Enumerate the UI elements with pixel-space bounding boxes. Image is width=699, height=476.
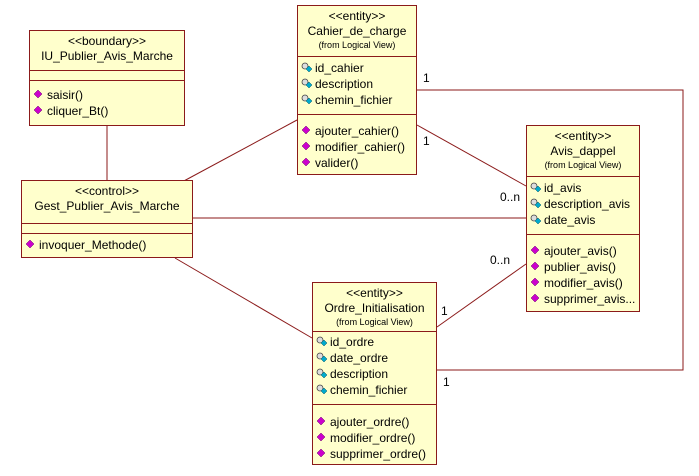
attribute-row: date_ordre bbox=[316, 349, 388, 365]
operation-row: saisir() bbox=[33, 86, 83, 102]
class-divider bbox=[30, 80, 184, 81]
class-divider bbox=[298, 56, 416, 57]
class-stereotype: <<entity>> bbox=[346, 286, 403, 300]
attribute-row: id_avis bbox=[530, 179, 581, 195]
operation-diamond-icon bbox=[301, 157, 315, 169]
attribute-key-icon bbox=[316, 352, 330, 364]
class-avis-dappel[interactable]: <<entity>> Avis_dappel (from Logical Vie… bbox=[526, 125, 640, 312]
class-divider bbox=[30, 70, 184, 71]
class-name: Ordre_Initialisation bbox=[324, 301, 425, 315]
attribute-key-icon bbox=[530, 182, 544, 194]
attribute-row: description_avis bbox=[530, 195, 630, 211]
multiplicity-ordre-avis-near-avis: 0..n bbox=[490, 253, 511, 267]
operation-diamond-icon bbox=[530, 277, 544, 289]
operation-diamond-icon bbox=[530, 293, 544, 305]
operation-diamond-icon bbox=[316, 448, 330, 460]
operation-diamond-icon bbox=[530, 245, 544, 257]
class-divider bbox=[313, 404, 436, 405]
attribute-key-icon bbox=[316, 384, 330, 396]
class-divider bbox=[527, 234, 639, 235]
class-package-note: (from Logical View) bbox=[318, 40, 396, 50]
operation-row: invoquer_Methode() bbox=[25, 236, 146, 252]
operation-diamond-icon bbox=[530, 261, 544, 273]
operation-row: supprimer_avis... bbox=[530, 290, 635, 306]
attribute-key-icon bbox=[530, 214, 544, 226]
class-gest-publier-avis-marche[interactable]: <<control>> Gest_Publier_Avis_Marche inv… bbox=[21, 180, 193, 258]
class-divider bbox=[527, 176, 639, 177]
operation-row: valider() bbox=[301, 154, 358, 170]
attribute-row: description bbox=[316, 365, 388, 381]
association-cahier-avis bbox=[416, 124, 527, 187]
association-gest-cahier bbox=[181, 119, 298, 183]
operation-diamond-icon bbox=[316, 432, 330, 444]
attribute-key-icon bbox=[301, 78, 315, 90]
operation-row: cliquer_Bt() bbox=[33, 102, 108, 118]
multiplicity-cahier-loop: 1 bbox=[423, 71, 430, 85]
multiplicity-cahier-avis-near-cahier: 1 bbox=[423, 134, 430, 148]
attribute-key-icon bbox=[316, 336, 330, 348]
class-package-note: (from Logical View) bbox=[544, 160, 622, 170]
class-name: Cahier_de_charge bbox=[307, 24, 407, 38]
class-stereotype: <<control>> bbox=[74, 184, 140, 198]
attribute-key-icon bbox=[316, 368, 330, 380]
operation-diamond-icon bbox=[301, 141, 315, 153]
attribute-key-icon bbox=[301, 62, 315, 74]
class-name: Avis_dappel bbox=[550, 144, 616, 158]
operation-row: publier_avis() bbox=[530, 258, 616, 274]
attribute-row: description bbox=[301, 75, 373, 91]
operation-row: ajouter_ordre() bbox=[316, 413, 409, 429]
class-divider bbox=[298, 114, 416, 115]
class-divider bbox=[22, 233, 192, 234]
operation-row: modifier_ordre() bbox=[316, 429, 415, 445]
attribute-row: id_cahier bbox=[301, 59, 364, 75]
operation-row: supprimer_ordre() bbox=[316, 445, 426, 461]
attribute-key-icon bbox=[530, 198, 544, 210]
operation-row: ajouter_avis() bbox=[530, 242, 617, 258]
class-package-note: (from Logical View) bbox=[336, 317, 413, 327]
operation-diamond-icon bbox=[25, 239, 39, 251]
class-name: Gest_Publier_Avis_Marche bbox=[34, 199, 180, 213]
attribute-row: chemin_fichier bbox=[301, 91, 392, 107]
association-ordre-avis bbox=[436, 263, 527, 328]
association-cahier-ordre bbox=[417, 89, 684, 371]
attribute-key-icon bbox=[301, 94, 315, 106]
operation-row: modifier_avis() bbox=[530, 274, 623, 290]
multiplicity-cahier-avis-near-avis: 0..n bbox=[500, 190, 521, 204]
operation-diamond-icon bbox=[316, 416, 330, 428]
class-cahier-de-charge[interactable]: <<entity>> Cahier_de_charge (from Logica… bbox=[297, 5, 417, 175]
class-stereotype: <<boundary>> bbox=[67, 34, 147, 48]
attribute-row: id_ordre bbox=[316, 333, 374, 349]
attribute-row: date_avis bbox=[530, 211, 595, 227]
operation-row: ajouter_cahier() bbox=[301, 122, 399, 138]
class-divider bbox=[313, 331, 436, 332]
class-name: IU_Publier_Avis_Marche bbox=[41, 49, 173, 63]
operation-diamond-icon bbox=[33, 89, 47, 101]
class-iu-publier-avis-marche[interactable]: <<boundary>> IU_Publier_Avis_Marche sais… bbox=[29, 30, 185, 126]
multiplicity-ordre-avis-near-ordre: 1 bbox=[441, 304, 448, 318]
multiplicity-ordre-loop: 1 bbox=[443, 375, 450, 389]
class-ordre-initialisation[interactable]: <<entity>> Ordre_Initialisation (from Lo… bbox=[312, 282, 437, 465]
class-stereotype: <<entity>> bbox=[328, 9, 386, 23]
operation-diamond-icon bbox=[301, 125, 315, 137]
attribute-row: chemin_fichier bbox=[316, 381, 407, 397]
class-stereotype: <<entity>> bbox=[554, 129, 612, 143]
operation-row: modifier_cahier() bbox=[301, 138, 405, 154]
association-gest-ordre bbox=[174, 257, 313, 339]
operation-diamond-icon bbox=[33, 105, 47, 117]
class-divider bbox=[22, 223, 192, 224]
